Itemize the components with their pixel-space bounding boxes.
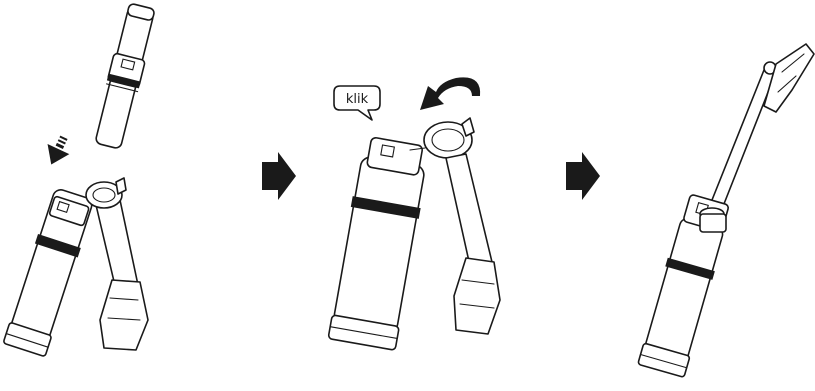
latch-ring <box>85 177 127 209</box>
next-step-arrow-icon <box>566 152 600 200</box>
wand-tube <box>707 61 777 215</box>
wand-tube <box>95 3 155 149</box>
rotate-arrow-icon <box>420 77 481 110</box>
handle-arm <box>95 199 149 351</box>
handle-arm <box>445 153 501 335</box>
down-arrow-icon <box>47 135 70 165</box>
step-3-panel <box>637 43 815 378</box>
latch-ring <box>699 207 727 233</box>
step-1-panel <box>3 3 155 357</box>
next-step-arrow-icon <box>262 152 296 200</box>
step-2-panel: klik <box>327 77 501 351</box>
bubble-text: klik <box>346 92 369 107</box>
vacuum-body <box>3 189 93 357</box>
speech-bubble-icon: klik <box>333 85 381 121</box>
vacuum-body <box>327 136 425 351</box>
handle-arm <box>763 43 815 113</box>
